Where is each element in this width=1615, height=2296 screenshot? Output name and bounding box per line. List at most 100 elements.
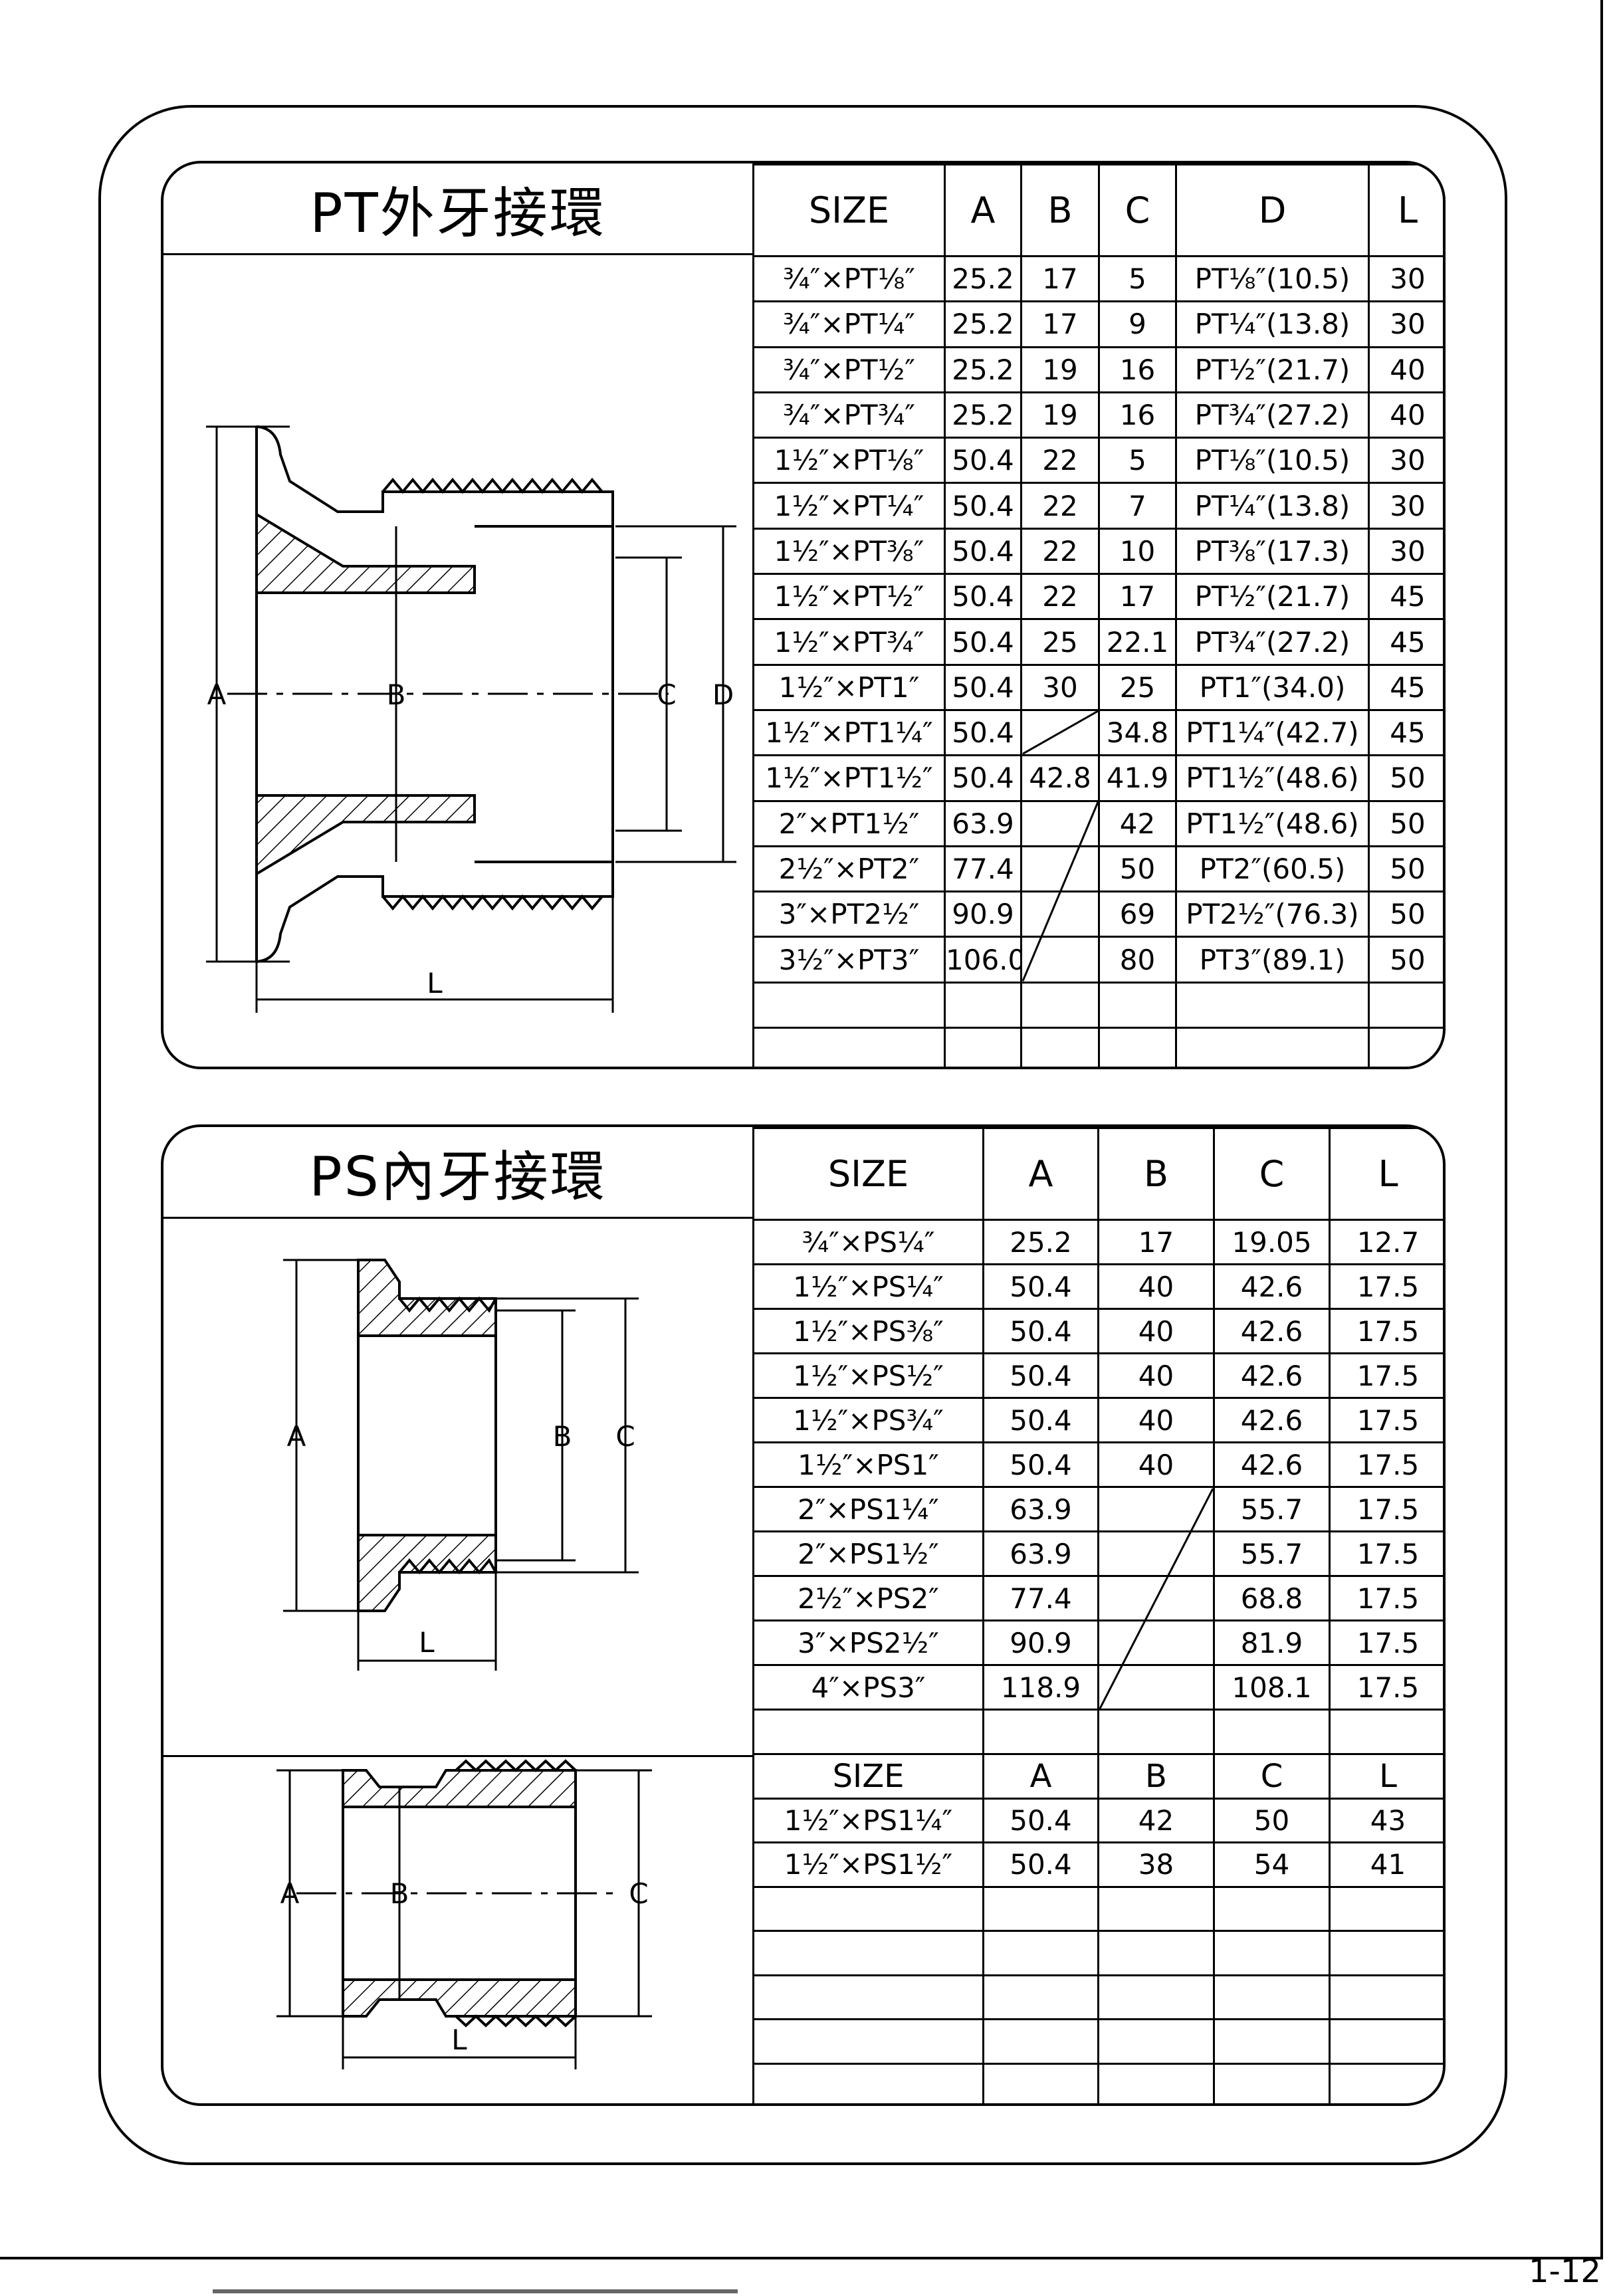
ps-table-cell: 40 (1097, 1352, 1215, 1399)
pt-table-cell: PT1¼″(42.7) (1175, 708, 1370, 757)
pt-header-b: B (1020, 163, 1100, 257)
ps-table-cell: 50.4 (982, 1263, 1099, 1310)
ps-sub-table-cell (982, 1930, 1099, 1976)
pt-table-cell: 25 (1098, 663, 1177, 711)
footer-rule (213, 2289, 738, 2293)
ps-header-b: B (1097, 1127, 1215, 1221)
ps-dim-a-label: A (287, 1420, 306, 1453)
ps-sub-table-cell: 41 (1329, 1841, 1443, 1888)
pt-table-cell: 45 (1368, 573, 1443, 621)
pt-table-cell: 7 (1098, 482, 1177, 530)
pt-table-cell: 90.9 (944, 890, 1022, 938)
pt-table-cell: 45 (1368, 663, 1443, 711)
pt-dim-b-label: B (387, 678, 406, 711)
pt-table-cell: 25.2 (944, 346, 1022, 393)
pt-drawing: A B C D L (163, 255, 752, 1067)
pt-table-cell: 9 (1098, 300, 1177, 348)
ps-sub-table-subheader-cell: L (1329, 1753, 1443, 1800)
ps-sub-table-cell: 54 (1213, 1841, 1331, 1888)
pt-table-cell: 45 (1368, 618, 1443, 666)
ps-table-cell: 17.5 (1329, 1486, 1443, 1532)
pt-table-cell: PT⅜″(17.3) (1175, 527, 1370, 575)
pt-table-cell: PT2″(60.5) (1175, 845, 1370, 893)
ps-table-cell: 17.5 (1329, 1530, 1443, 1577)
ps-sub-table-cell (1097, 2018, 1215, 2065)
ps-table-cell: 2½″×PS2″ (752, 1575, 984, 1621)
pt-table-cell: 30 (1368, 482, 1443, 530)
ps-sub-table-cell: 38 (1097, 1841, 1215, 1888)
ps-table-cell: 108.1 (1213, 1664, 1331, 1711)
ps-dim-b-label: B (553, 1420, 572, 1453)
ps-table-cell: 17.5 (1329, 1619, 1443, 1666)
ps-sub-table-cell (1213, 1885, 1331, 1932)
ps-table-cell: 63.9 (982, 1486, 1099, 1532)
pt-table-cell: 5 (1098, 255, 1177, 303)
pt-table-cell: 106.0 (944, 936, 1022, 984)
pt-table-cell: 17 (1098, 573, 1177, 621)
pt-table-cell: 50 (1368, 845, 1443, 893)
pt-table-cell (1020, 845, 1100, 893)
ps-table-cell: 40 (1097, 1441, 1215, 1488)
ps-table-cell (1213, 1709, 1331, 1755)
pt-table-cell: 3″×PT2½″ (752, 890, 946, 938)
ps-sub-table-subheader-cell: A (982, 1753, 1099, 1800)
pt-table-cell (1368, 1027, 1443, 1067)
ps-sub-table-cell (752, 2018, 984, 2065)
pt-table-cell: 40 (1368, 391, 1443, 439)
ps-table-cell: 1½″×PS1″ (752, 1441, 984, 1488)
ps-long-fitting-diagram: A B C L (276, 1759, 652, 2069)
pt-table-cell: 50.4 (944, 573, 1022, 621)
ps-sub-table-cell (1329, 2062, 1443, 2103)
ps-sub-table-cell (1097, 1885, 1215, 1932)
ps-sub-table-cell (1329, 2018, 1443, 2065)
pt-table-cell (1368, 981, 1443, 1029)
ps-table-cell (1097, 1530, 1215, 1577)
pt-title: PT外牙接環 (163, 163, 752, 255)
ps-table-cell: 77.4 (982, 1575, 1099, 1621)
ps-drawing-2: A B C L (163, 1757, 752, 2103)
pt-table-cell: ¾″×PT¼″ (752, 300, 946, 348)
ps-sub-table-row (752, 2018, 1443, 2065)
ps2-dim-a-label: A (280, 1877, 300, 1910)
ps-table-cell: 55.7 (1213, 1486, 1331, 1532)
ps-table-cell: 40 (1097, 1308, 1215, 1354)
ps-table-cell: ¾″×PS¼″ (752, 1219, 984, 1265)
ps-fitting-diagram: A B C L (283, 1259, 639, 1671)
pt-table-cell: PT⅛″(10.5) (1175, 437, 1370, 484)
ps-table-cell: 1½″×PS⅜″ (752, 1308, 984, 1354)
pt-table-cell: 2½″×PT2″ (752, 845, 946, 893)
ps-table-cell: 2″×PS1¼″ (752, 1486, 984, 1532)
ps-header-size: SIZE (752, 1127, 984, 1221)
ps-table-cell: 81.9 (1213, 1619, 1331, 1666)
pt-table-cell: PT1½″(48.6) (1175, 799, 1370, 847)
ps-title: PS內牙接環 (163, 1127, 752, 1219)
ps-header-a: A (982, 1127, 1099, 1221)
ps-table-cell: 42.6 (1213, 1352, 1331, 1399)
ps2-dim-l-label: L (451, 2024, 467, 2056)
ps-sub-table-cell (1097, 1974, 1215, 2020)
pt-table-row (752, 981, 1443, 1029)
pt-table-cell: 69 (1098, 890, 1177, 938)
ps-sub-table-row (752, 1974, 1443, 2020)
pt-table-cell: PT1½″(48.6) (1175, 754, 1370, 802)
ps-sub-table-cell: 1½″×PS1½″ (752, 1841, 984, 1888)
ps-sub-table-cell (1213, 1974, 1331, 2020)
ps-table-cell: 12.7 (1329, 1219, 1443, 1265)
pt-table-cell: 22.1 (1098, 618, 1177, 666)
pt-table-cell: ¾″×PT½″ (752, 346, 946, 393)
ps-table-cell: 42.6 (1213, 1263, 1331, 1310)
ps-table-cell (982, 1709, 1099, 1755)
pt-table-cell: 25.2 (944, 300, 1022, 348)
pt-table-cell (1020, 1027, 1100, 1067)
pt-header-c: C (1098, 163, 1177, 257)
